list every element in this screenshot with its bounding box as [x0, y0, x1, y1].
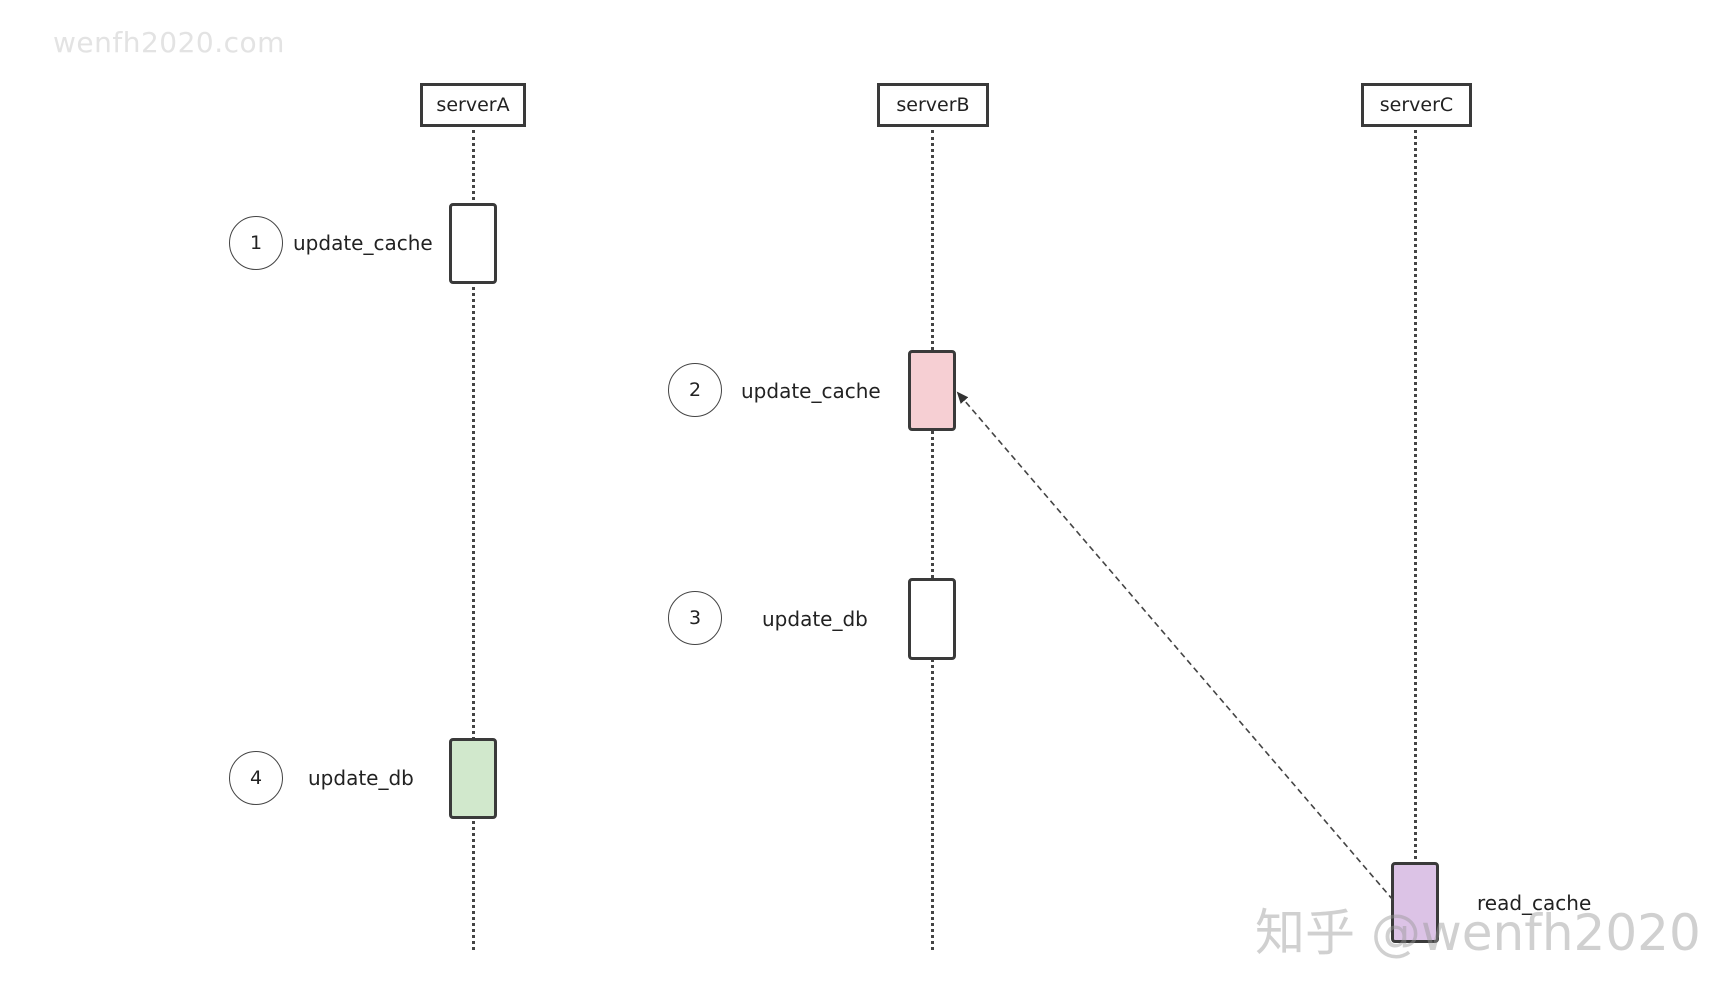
step-1-circle: 1: [229, 216, 283, 270]
lifeline-server-a: [472, 130, 475, 950]
step-4-number: 4: [249, 767, 263, 789]
read-cache-label: read_cache: [1477, 891, 1592, 915]
step-2-activation-box: [908, 350, 956, 431]
step-4-activation-box: [449, 738, 497, 819]
step-2-label: update_cache: [741, 379, 881, 403]
server-a-label: serverA: [436, 94, 510, 116]
step-4-circle: 4: [229, 751, 283, 805]
server-a-box: serverA: [420, 83, 526, 127]
lifeline-server-c: [1414, 130, 1417, 865]
server-c-box: serverC: [1361, 83, 1472, 127]
step-3-activation-box: [908, 578, 956, 660]
step-1-label: update_cache: [293, 231, 433, 255]
server-b-label: serverB: [896, 94, 970, 116]
step-3-circle: 3: [668, 591, 722, 645]
step-1-activation-box: [449, 203, 497, 284]
watermark-top: wenfh2020.com: [53, 26, 285, 59]
step-4-label: update_db: [308, 766, 414, 790]
step-2-circle: 2: [668, 363, 722, 417]
server-b-box: serverB: [877, 83, 989, 127]
step-1-number: 1: [249, 232, 263, 254]
step-3-label: update_db: [762, 607, 868, 631]
step-3-number: 3: [688, 607, 702, 629]
step-2-number: 2: [688, 379, 702, 401]
read-arrow-line: [956, 391, 1394, 901]
lifeline-server-b: [931, 130, 934, 950]
read-cache-activation-box: [1391, 862, 1439, 943]
watermark-bottom: 知乎 @wenfh2020: [1255, 904, 1701, 962]
server-c-label: serverC: [1379, 94, 1454, 116]
